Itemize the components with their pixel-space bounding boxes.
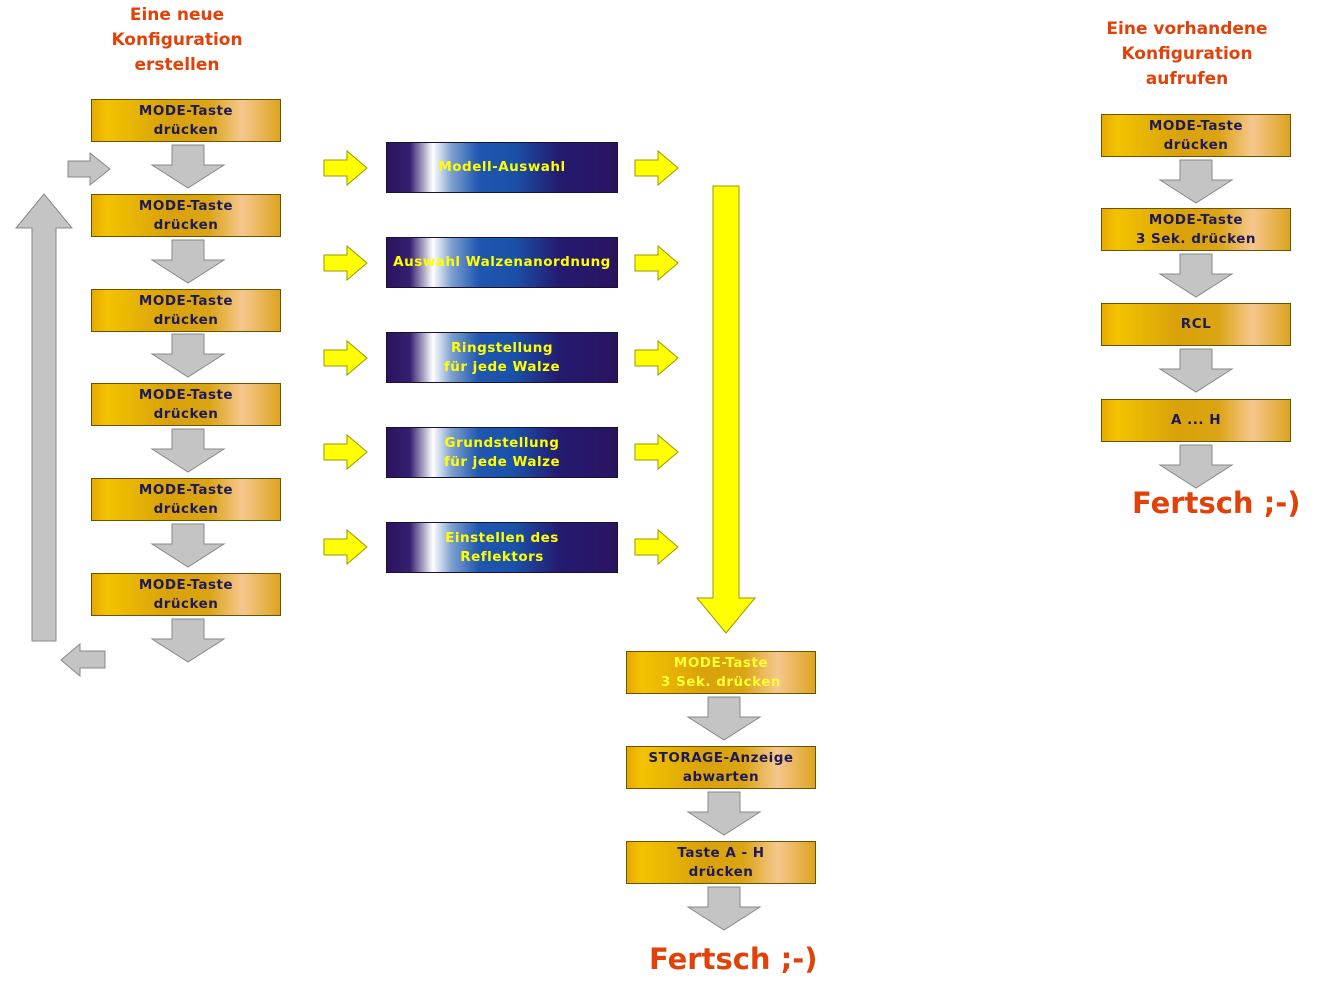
right-step-2: MODE-Taste 3 Sek. drücken (1101, 208, 1291, 251)
right-step-rcl: RCL (1101, 303, 1291, 346)
left-heading: Eine neue Konfiguration erstellen (111, 5, 243, 75)
down-arrow-left-2 (150, 239, 226, 284)
right-step-a-h: A ... H (1101, 399, 1291, 442)
down-arrow-middle-1 (686, 696, 762, 741)
down-arrow-middle-3 (686, 886, 762, 931)
right-arrow-in-4 (323, 433, 368, 471)
option-walzenanordnung: Auswahl Walzenanordnung (386, 237, 618, 288)
left-step-5: MODE-Taste drücken (91, 478, 281, 521)
right-arrow-in-2 (323, 244, 368, 282)
loop-up-arrow (14, 193, 74, 642)
middle-step-taste-a-h: Taste A - H drücken (626, 841, 816, 884)
option-grundstellung: Grundstellung für jede Walze (386, 427, 618, 478)
right-arrow-out-1 (634, 149, 679, 187)
loop-exit-arrow (60, 642, 106, 678)
right-arrow-in-5 (323, 528, 368, 566)
down-arrow-left-4 (150, 428, 226, 473)
right-arrow-out-4 (634, 433, 679, 471)
down-arrow-left-1 (150, 144, 226, 189)
down-arrow-right-3 (1158, 348, 1234, 393)
right-arrow-out-3 (634, 339, 679, 377)
left-step-1: MODE-Taste drücken (91, 99, 281, 142)
right-step-1: MODE-Taste drücken (1101, 114, 1291, 157)
option-modell-auswahl: Modell-Auswahl (386, 142, 618, 193)
right-arrow-in-1 (323, 149, 368, 187)
option-ringstellung: Ringstellung für jede Walze (386, 332, 618, 383)
right-arrow-out-5 (634, 528, 679, 566)
down-arrow-middle-2 (686, 791, 762, 836)
right-heading: Eine vorhandene Konfiguration aufrufen (1106, 19, 1268, 89)
down-arrow-right-1 (1158, 159, 1234, 204)
middle-step-storage: STORAGE-Anzeige abwarten (626, 746, 816, 789)
down-arrow-left-5 (150, 523, 226, 568)
down-arrow-left-3 (150, 333, 226, 378)
middle-result: Fertsch ;-) (649, 942, 818, 976)
right-result: Fertsch ;-) (1132, 486, 1301, 520)
middle-step-mode-3sek: MODE-Taste 3 Sek. drücken (626, 651, 816, 694)
down-arrow-left-6 (150, 618, 226, 663)
left-step-6: MODE-Taste drücken (91, 573, 281, 616)
left-step-3: MODE-Taste drücken (91, 289, 281, 332)
left-step-4: MODE-Taste drücken (91, 383, 281, 426)
big-yellow-down-arrow (695, 185, 757, 634)
left-step-2: MODE-Taste drücken (91, 194, 281, 237)
right-arrow-out-2 (634, 244, 679, 282)
loop-entry-arrow (67, 151, 111, 187)
down-arrow-right-2 (1158, 253, 1234, 298)
right-arrow-in-3 (323, 339, 368, 377)
down-arrow-right-4 (1158, 444, 1234, 489)
option-reflektor: Einstellen des Reflektors (386, 522, 618, 573)
